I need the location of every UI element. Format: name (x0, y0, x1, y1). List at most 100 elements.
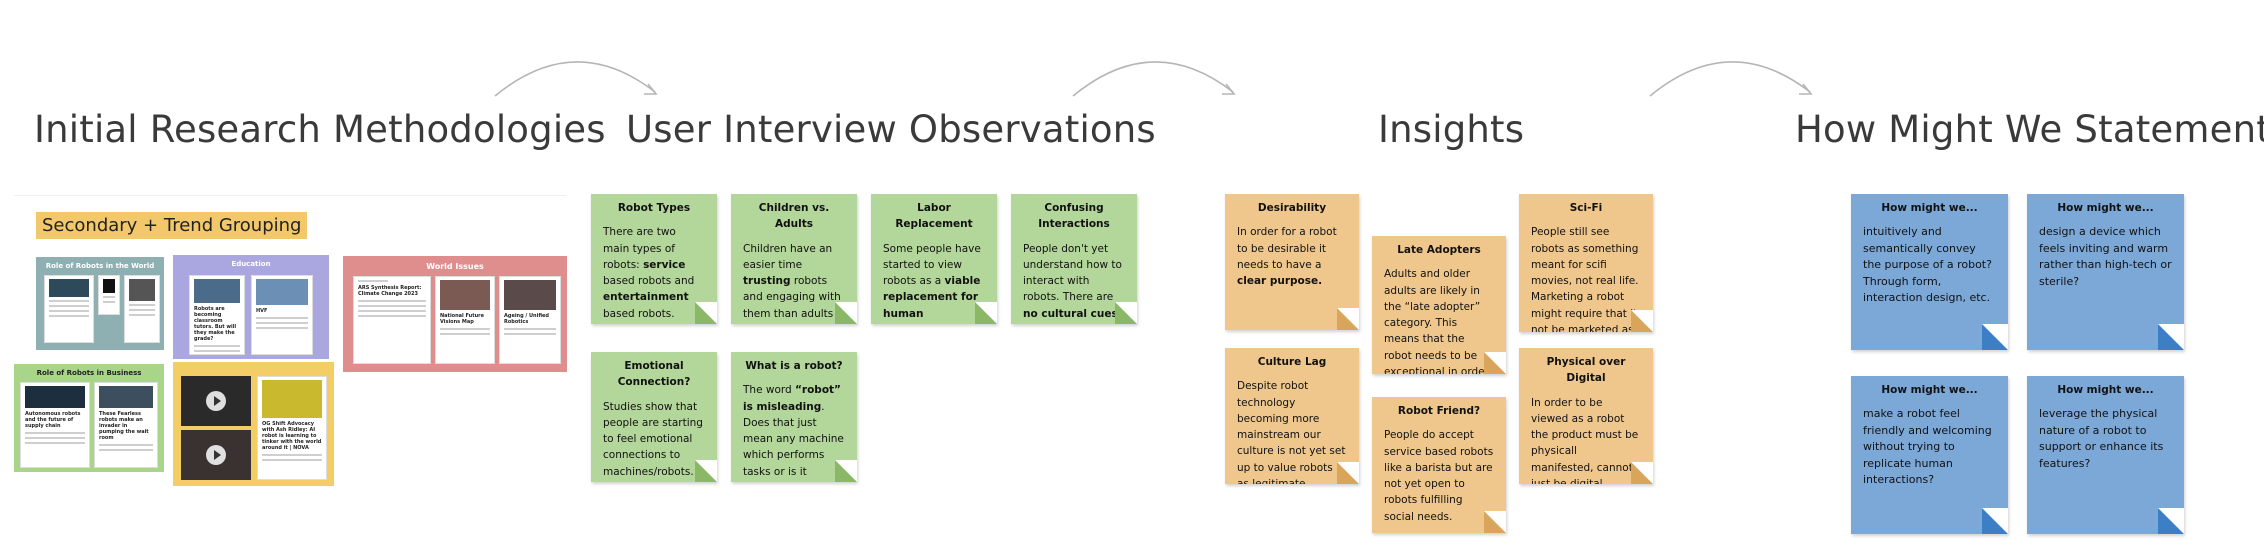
note-title: Labor Replacement (895, 202, 973, 231)
research-card: Robots are becoming classroom tutors. Bu… (189, 275, 245, 355)
heading-research: Initial Research Methodologies (34, 108, 606, 151)
page-fold-icon (2158, 324, 2184, 350)
note-body: Adults and older adults are likely in th… (1384, 268, 1489, 374)
note-body: People don't yet understand how to inter… (1023, 242, 1122, 324)
note-body: design a device which feels inviting and… (2039, 225, 2172, 288)
card-headline: OG Shift Advocacy with Ash Ridley: AI ro… (262, 421, 322, 451)
page-fold-icon (2158, 508, 2184, 534)
note-body: In order to be viewed as a robot the pro… (1531, 396, 1639, 484)
insight-note: Robot Friend? People do accept service b… (1372, 397, 1506, 533)
page-fold-icon (1115, 302, 1137, 324)
video-thumbnail[interactable] (181, 430, 251, 480)
note-title: Robot Friend? (1397, 405, 1481, 417)
research-card: OG Shift Advocacy with Ash Ridley: AI ro… (257, 376, 327, 480)
observation-note: What is a robot? The word “robot” is mis… (731, 352, 857, 482)
observation-note: Emotional Connection? Studies show that … (591, 352, 717, 482)
arrow-icon (1072, 61, 1236, 97)
note-body: In order for a robot to be desirable it … (1237, 226, 1337, 288)
note-title: Late Adopters (1397, 244, 1481, 256)
card-headline: National Future Visions Map (440, 313, 485, 325)
note-body: Some people have started to view robots … (883, 242, 981, 324)
card-headline: Autonomous robots and the future of supp… (25, 411, 81, 429)
hmw-note: How might we... make a robot feel friend… (1851, 376, 2008, 534)
research-card: ARS Synthesis Report: Climate Change 202… (353, 276, 431, 364)
page-fold-icon (1631, 462, 1653, 484)
note-body: Studies show that people are starting to… (603, 400, 703, 482)
panel-education: Education Robots are becoming classroom … (173, 255, 329, 359)
card-headline: Robots are becoming classroom tutors. Bu… (194, 306, 237, 342)
panel-world-issues: World Issues ARS Synthesis Report: Clima… (343, 256, 567, 372)
card-headline: Ageing / Unified Robotics (504, 313, 550, 325)
note-title: How might we... (1881, 384, 1978, 396)
insight-note: Desirability In order for a robot to be … (1225, 194, 1359, 330)
insight-note: Sci-Fi People still see robots as someth… (1519, 194, 1653, 332)
note-title: Physical over Digital (1546, 356, 1626, 385)
note-body: The word “robot” is misleading. Does tha… (743, 384, 844, 482)
arrow-icon (1649, 61, 1813, 97)
note-body: leverage the physical nature of a robot … (2039, 407, 2164, 470)
observation-note: Children vs. Adults Children have an eas… (731, 194, 857, 324)
observation-note: Labor Replacement Some people have start… (871, 194, 997, 324)
note-body: intuitively and semantically convey the … (1863, 225, 1992, 305)
note-title: How might we... (2057, 202, 2154, 214)
play-icon[interactable] (206, 445, 226, 465)
page-fold-icon (1982, 508, 2008, 534)
insight-note: Culture Lag Despite robot technology bec… (1225, 348, 1359, 484)
hmw-note: How might we... leverage the physical na… (2027, 376, 2184, 534)
insight-note: Physical over Digital In order to be vie… (1519, 348, 1653, 484)
page-fold-icon (835, 302, 857, 324)
page-fold-icon (695, 460, 717, 482)
note-title: Desirability (1257, 202, 1327, 214)
research-card: HVF (251, 275, 313, 355)
page-fold-icon (835, 460, 857, 482)
note-title: How might we... (2057, 384, 2154, 396)
note-title: Confusing Interactions (1038, 202, 1110, 231)
research-card (44, 275, 94, 343)
panel-business: Role of Robots in Business Autonomous ro… (14, 364, 164, 472)
video-thumbnail[interactable] (181, 376, 251, 426)
page-fold-icon (1631, 310, 1653, 332)
card-headline: ARS Synthesis Report: Climate Change 202… (358, 285, 422, 297)
hmw-note: How might we... design a device which fe… (2027, 194, 2184, 350)
observation-note: Robot Types There are two main types of … (591, 194, 717, 324)
note-title: How might we... (1881, 202, 1978, 214)
page-fold-icon (695, 302, 717, 324)
page-fold-icon (1337, 462, 1359, 484)
insight-note: Late Adopters Adults and older adults ar… (1372, 236, 1506, 374)
card-headline: These Fearless robots make an invader in… (99, 411, 149, 441)
arrow-icon (494, 61, 658, 97)
research-card: Autonomous robots and the future of supp… (20, 382, 90, 468)
heading-hmw: How Might We Statements (1795, 108, 2264, 151)
page-fold-icon (975, 302, 997, 324)
play-icon[interactable] (206, 391, 226, 411)
observation-note: Confusing Interactions People don't yet … (1011, 194, 1137, 324)
page-fold-icon (1982, 324, 2008, 350)
note-body: Children have an easier time trusting ro… (743, 242, 841, 324)
research-card: National Future Visions Map (435, 276, 495, 364)
note-title: Sci-Fi (1569, 202, 1603, 214)
note-body: There are two main types of robots: serv… (603, 226, 695, 320)
note-title: What is a robot? (745, 360, 843, 372)
research-card (124, 275, 160, 343)
note-title: Children vs. Adults (758, 202, 830, 231)
research-card: Ageing / Unified Robotics (499, 276, 561, 364)
research-card (98, 275, 120, 315)
note-body: People do accept service based robots li… (1384, 429, 1494, 523)
page-fold-icon (1337, 308, 1359, 330)
page-fold-icon (1484, 511, 1506, 533)
panel-videos: OG Shift Advocacy with Ash Ridley: AI ro… (173, 362, 334, 486)
panel-title: Education (231, 260, 271, 268)
note-body: Despite robot technology becoming more m… (1237, 380, 1346, 484)
panel-role-world: Role of Robots in the World (36, 257, 164, 350)
card-headline: HVF (256, 308, 268, 314)
heading-observations: User Interview Observations (626, 108, 1156, 151)
note-title: Robot Types (617, 202, 691, 214)
note-body: make a robot feel friendly and welcoming… (1863, 407, 1992, 487)
hmw-note: How might we... intuitively and semantic… (1851, 194, 2008, 350)
note-body: People still see robots as something mea… (1531, 226, 1639, 332)
panel-title: Role of Robots in Business (36, 369, 142, 377)
note-title: Emotional Connection? (617, 360, 691, 389)
board-label: Secondary + Trend Grouping (36, 212, 308, 239)
panel-title: Role of Robots in the World (45, 262, 155, 270)
research-card: These Fearless robots make an invader in… (94, 382, 158, 468)
